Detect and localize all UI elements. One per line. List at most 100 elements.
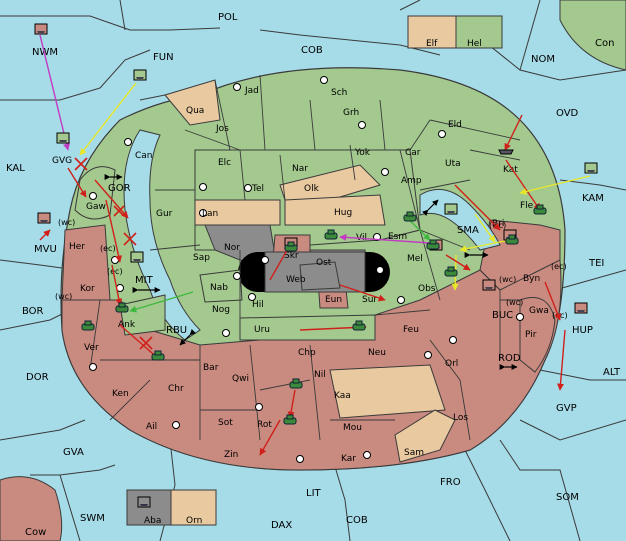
sea-swm[interactable]: SWM bbox=[80, 513, 105, 524]
army-icon[interactable] bbox=[352, 320, 366, 331]
army-icon[interactable] bbox=[151, 350, 165, 361]
province-sur[interactable]: Sur bbox=[362, 295, 377, 305]
province-fle[interactable]: Fle bbox=[520, 201, 534, 211]
sea-cow[interactable]: Cow bbox=[25, 527, 46, 538]
province-eun[interactable]: Eun bbox=[325, 295, 342, 305]
province-car[interactable]: Car bbox=[405, 148, 421, 158]
province-obs[interactable]: Obs bbox=[418, 284, 436, 294]
province-hil[interactable]: Hil bbox=[252, 300, 264, 310]
province-gaw[interactable]: Gaw bbox=[86, 202, 106, 212]
province-ail[interactable]: Ail bbox=[146, 422, 157, 432]
army-icon[interactable] bbox=[283, 414, 297, 425]
province-lan[interactable]: Lan bbox=[202, 209, 218, 219]
province-ank[interactable]: Ank bbox=[118, 320, 136, 330]
province-mou[interactable]: Mou bbox=[343, 423, 362, 433]
province-chr[interactable]: Chr bbox=[168, 384, 184, 394]
fleet-icon[interactable] bbox=[130, 251, 144, 263]
province-sam[interactable]: Sam bbox=[404, 448, 424, 458]
fleet-icon[interactable] bbox=[137, 496, 151, 508]
province-nil[interactable]: Nil bbox=[314, 370, 326, 380]
province-amp[interactable]: Amp bbox=[401, 176, 422, 186]
army-icon[interactable] bbox=[81, 320, 95, 331]
sea-fun[interactable]: FUN bbox=[153, 52, 174, 63]
province-mel[interactable]: Mel bbox=[407, 254, 423, 264]
province-ken[interactable]: Ken bbox=[112, 389, 129, 399]
province-bar[interactable]: Bar bbox=[203, 363, 219, 373]
province-olk[interactable]: Olk bbox=[304, 184, 320, 194]
sea-som[interactable]: SOM bbox=[556, 492, 579, 503]
fleet-icon[interactable] bbox=[574, 302, 588, 314]
province-pir[interactable]: Pir bbox=[525, 330, 537, 340]
province-kaa[interactable]: Kaa bbox=[334, 391, 351, 401]
province-elc[interactable]: Elc bbox=[218, 158, 231, 168]
sea-pol[interactable]: POL bbox=[218, 12, 238, 23]
sea-gva[interactable]: GVA bbox=[63, 447, 84, 458]
sea-mit[interactable]: MIT bbox=[135, 275, 154, 286]
army-icon[interactable] bbox=[505, 234, 519, 245]
province-hug[interactable]: Hug bbox=[334, 208, 352, 218]
sea-kam[interactable]: KAM bbox=[582, 193, 604, 204]
province-tel[interactable]: Tel bbox=[251, 184, 264, 194]
province-nar[interactable]: Nar bbox=[292, 164, 308, 174]
province-nog[interactable]: Nog bbox=[212, 305, 230, 315]
sea-bor[interactable]: BOR bbox=[22, 306, 44, 317]
sea-fro[interactable]: FRO bbox=[440, 477, 461, 488]
province-neu[interactable]: Neu bbox=[368, 348, 386, 358]
sea-alt[interactable]: ALT bbox=[603, 367, 621, 378]
army-icon[interactable] bbox=[426, 239, 440, 250]
province-feu[interactable]: Feu bbox=[403, 325, 419, 335]
sea-cob-bottom[interactable]: COB bbox=[346, 515, 368, 526]
sea-gor[interactable]: GOR bbox=[108, 183, 131, 194]
province-zin[interactable]: Zin bbox=[224, 450, 238, 460]
sea-kal[interactable]: KAL bbox=[6, 163, 25, 174]
fleet-icon[interactable] bbox=[444, 203, 458, 215]
province-kar[interactable]: Kar bbox=[341, 454, 356, 464]
province-nab[interactable]: Nab bbox=[210, 283, 228, 293]
province-los[interactable]: Los bbox=[453, 413, 468, 423]
province-kat[interactable]: Kat bbox=[503, 165, 518, 175]
army-icon[interactable] bbox=[403, 211, 417, 222]
army-icon[interactable] bbox=[533, 204, 547, 215]
sea-dor[interactable]: DOR bbox=[26, 372, 49, 383]
province-gwa[interactable]: Gwa bbox=[529, 306, 549, 316]
fleet-icon[interactable] bbox=[482, 279, 496, 291]
province-uta[interactable]: Uta bbox=[445, 159, 461, 169]
province-sch[interactable]: Sch bbox=[331, 88, 347, 98]
fleet-icon[interactable] bbox=[34, 23, 48, 35]
province-ver[interactable]: Ver bbox=[84, 343, 99, 353]
province-uru[interactable]: Uru bbox=[254, 325, 270, 335]
sea-cob-top[interactable]: COB bbox=[301, 45, 323, 56]
army-icon[interactable] bbox=[324, 229, 338, 240]
sea-lit[interactable]: LIT bbox=[306, 488, 322, 499]
fleet-icon[interactable] bbox=[584, 162, 598, 174]
sea-ovd[interactable]: OVD bbox=[556, 108, 579, 119]
fleet-icon[interactable] bbox=[56, 132, 70, 144]
sea-mvu[interactable]: MVU bbox=[34, 244, 57, 255]
sea-nom[interactable]: NOM bbox=[531, 54, 555, 65]
fleet-icon[interactable] bbox=[498, 149, 514, 155]
province-gvg[interactable]: GVG bbox=[52, 156, 72, 166]
province-jos[interactable]: Jos bbox=[215, 124, 229, 134]
province-rot[interactable]: Rot bbox=[257, 420, 272, 430]
province-qua[interactable]: Qua bbox=[186, 106, 204, 116]
province-kor[interactable]: Kor bbox=[80, 284, 95, 294]
province-gur[interactable]: Gur bbox=[156, 209, 173, 219]
province-yok[interactable]: Yok bbox=[354, 148, 371, 158]
sea-rod[interactable]: ROD bbox=[498, 353, 521, 364]
fleet-icon[interactable] bbox=[133, 69, 147, 81]
sea-nwm[interactable]: NWM bbox=[32, 47, 58, 58]
province-sap[interactable]: Sap bbox=[193, 253, 210, 263]
army-icon[interactable] bbox=[289, 378, 303, 389]
province-esm[interactable]: Esm bbox=[388, 232, 407, 242]
province-qwi[interactable]: Qwi bbox=[232, 374, 249, 384]
province-chp[interactable]: Chp bbox=[298, 348, 316, 358]
sea-con[interactable]: Con bbox=[595, 38, 614, 49]
sea-sma[interactable]: SMA bbox=[457, 225, 479, 236]
sea-hup[interactable]: HUP bbox=[572, 325, 593, 336]
province-orl[interactable]: Orl bbox=[445, 359, 458, 369]
sea-gvp[interactable]: GVP bbox=[556, 403, 577, 414]
province-her[interactable]: Her bbox=[69, 242, 85, 252]
province-ost[interactable]: Ost bbox=[316, 258, 332, 268]
province-eld[interactable]: Eld bbox=[448, 120, 462, 130]
sea-buc[interactable]: BUC bbox=[492, 310, 513, 321]
